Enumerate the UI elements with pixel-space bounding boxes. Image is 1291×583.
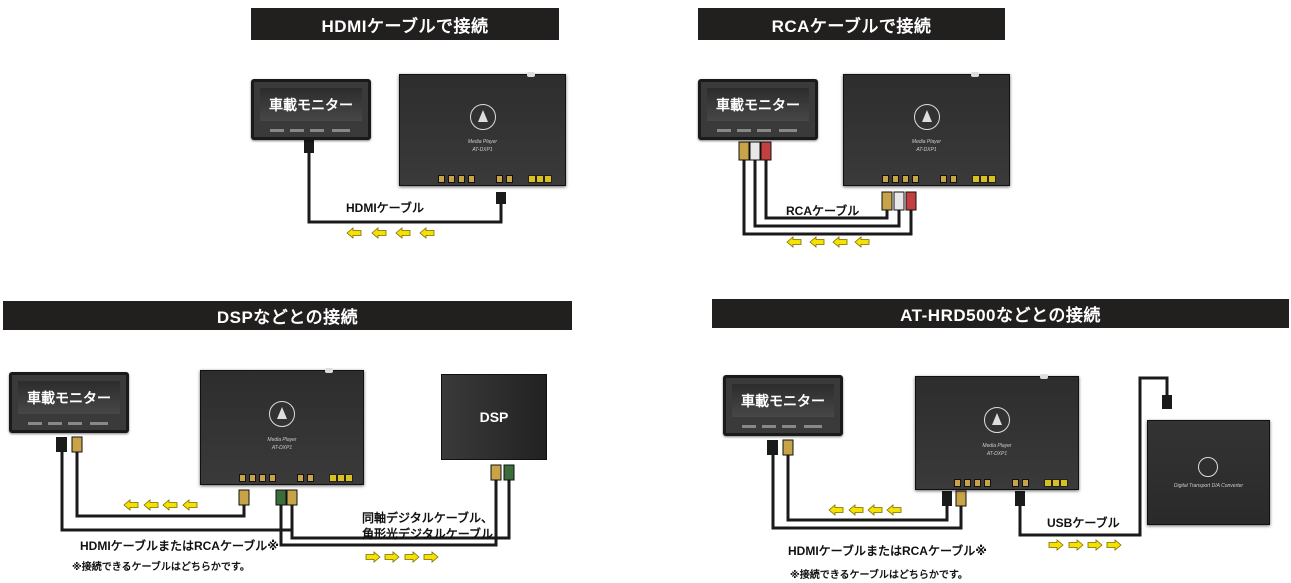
- player-ports: [924, 475, 1070, 487]
- player-model: AT-DXP1: [916, 147, 937, 153]
- player-tag: Media Player: [467, 139, 498, 145]
- car-monitor: 車載モニター: [723, 375, 843, 436]
- hdmi-plug-icon: [496, 192, 506, 204]
- media-player: Media Player AT-DXP1: [843, 72, 1010, 186]
- signal-arrows-dsp-left: [123, 499, 198, 511]
- player-ports: [408, 171, 557, 183]
- player-model: AT-DXP1: [472, 147, 493, 153]
- panel-title-dsp: DSPなどとの接続: [3, 301, 572, 330]
- player-tag: Media Player: [267, 437, 297, 443]
- rca-plug-icon: [738, 141, 917, 211]
- audio-technica-logo-icon: [469, 103, 496, 130]
- monitor-label: 車載モニター: [732, 384, 834, 417]
- panel-title-rca: RCAケーブルで接続: [698, 8, 1005, 40]
- rca-cable-lines: [742, 160, 913, 236]
- player-tag: Media Player: [982, 443, 1012, 449]
- media-player: Media Player AT-DXP1: [399, 72, 566, 186]
- dsp-plug-icon: [56, 436, 515, 506]
- player-ports: [209, 470, 355, 482]
- signal-arrows-hrd-left: [828, 504, 902, 516]
- monitor-label: 車載モニター: [260, 88, 362, 121]
- player-model: AT-DXP1: [986, 451, 1008, 457]
- car-monitor: 車載モニター: [9, 372, 129, 433]
- dsp-device: DSP: [441, 374, 547, 460]
- audio-technica-logo-icon: [913, 103, 940, 130]
- signal-arrows-dsp-right: [365, 551, 439, 563]
- player-tag: Media Player: [911, 139, 942, 145]
- rca-cable-label: RCAケーブル: [786, 204, 860, 218]
- car-monitor: 車載モニター: [698, 79, 818, 140]
- signal-arrows-hrd-right: [1048, 539, 1122, 551]
- dsp-cable-lines: [60, 452, 511, 547]
- hdmi-cable-line: [307, 150, 503, 224]
- panel-title-hdmi: HDMIケーブルで接続: [251, 8, 559, 40]
- dsp-cable-note: ※接続できるケーブルはどちらかです。: [72, 562, 250, 573]
- media-player: Media Player AT-DXP1: [915, 374, 1079, 490]
- dsp-digital-cable-label-1: 同軸デジタルケーブル、: [362, 511, 494, 525]
- audio-technica-logo-icon: [1198, 457, 1218, 477]
- signal-arrows-rca: [786, 236, 870, 248]
- car-monitor: 車載モニター: [251, 79, 371, 140]
- audio-technica-logo-icon: [984, 406, 1010, 433]
- media-player: Media Player AT-DXP1: [200, 368, 364, 485]
- audio-technica-logo-icon: [269, 400, 295, 427]
- player-model: AT-DXP1: [271, 445, 293, 451]
- signal-arrows-hdmi: [346, 227, 435, 239]
- converter-tag: Digital Transport D/A Converter: [1173, 483, 1244, 489]
- dsp-monitor-cable-label: HDMIケーブルまたはRCAケーブル※: [80, 539, 279, 553]
- hrd-cable-note: ※接続できるケーブルはどちらかです。: [790, 570, 968, 581]
- hrd-plug-icon: [767, 395, 1172, 507]
- player-ports: [852, 171, 1001, 183]
- monitor-label: 車載モニター: [707, 88, 809, 121]
- hrd-cable-lines: [771, 376, 1169, 537]
- hdmi-plug-icon: [304, 139, 314, 153]
- monitor-label: 車載モニター: [18, 381, 120, 414]
- hdmi-cable-label: HDMIケーブル: [346, 201, 424, 215]
- usb-cable-label: USBケーブル: [1047, 516, 1120, 530]
- dsp-digital-cable-label-2: 角形光デジタルケーブル: [362, 527, 494, 541]
- at-hrd500-converter: Digital Transport D/A Converter: [1147, 420, 1270, 525]
- panel-title-hrd: AT-HRD500などとの接続: [712, 299, 1289, 328]
- hrd-monitor-cable-label: HDMIケーブルまたはRCAケーブル※: [788, 544, 987, 558]
